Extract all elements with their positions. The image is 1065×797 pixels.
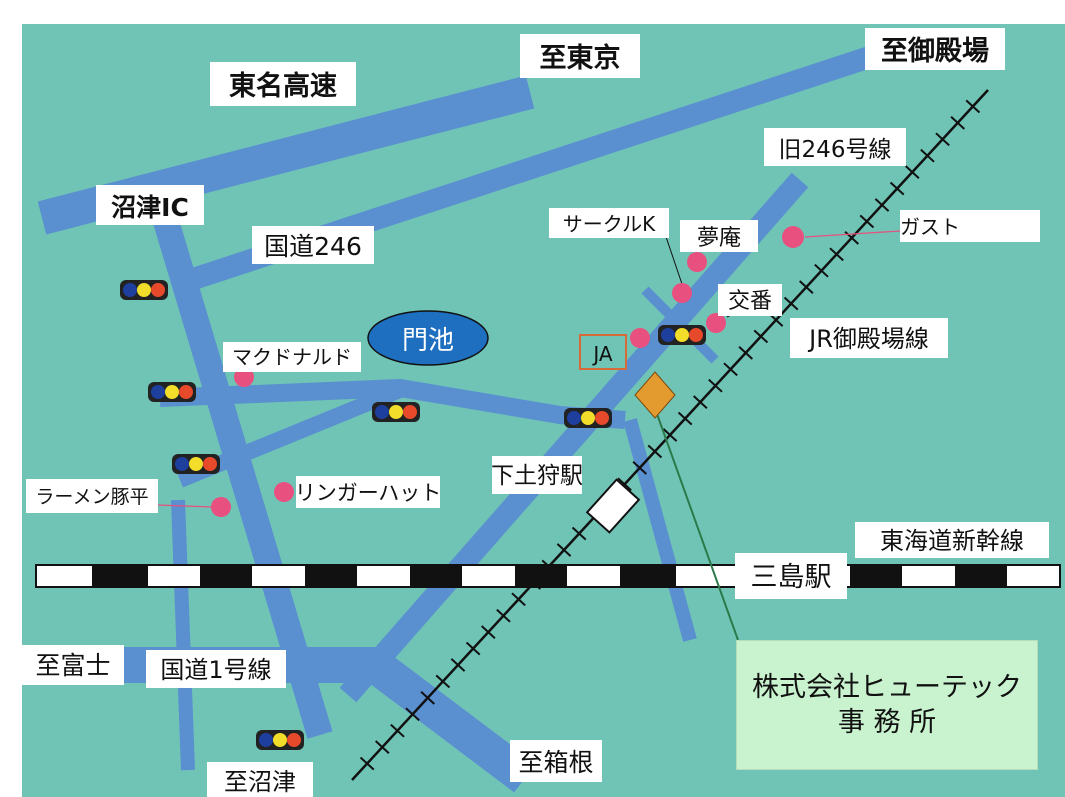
jr-line-tie [798,280,814,294]
jr-line-tie [935,132,950,147]
office-subtitle: 事 務 所 [837,707,937,738]
label-shinkansen: 東海道新幹線 [880,527,1024,555]
jr-line-tie [859,214,875,229]
road-station-access [623,418,697,642]
office-company-name: 株式会社ヒューテック [752,671,1022,703]
label-route1: 国道1号線 [160,656,271,684]
label-to-numazu: 至沼津 [224,768,296,796]
traffic-signal-icon [658,325,706,345]
jr-line-tie [692,395,708,409]
label-old246: 旧246号線 [779,137,892,163]
road-network [22,41,889,793]
office-marker [634,371,676,419]
label-ramen: ラーメン豚平 [35,486,148,508]
poi-dot-circle-k [672,283,692,303]
label-gusto: ガスト [900,215,960,239]
jr-line-tie [904,165,920,179]
label-tomei: 東名高速 [229,70,337,102]
jr-line-tie [647,444,663,459]
jr-line-tie [420,691,436,705]
label-muan: 夢庵 [697,226,741,251]
ja-box [579,334,627,370]
label-route246: 国道246 [264,232,362,261]
label-backgrounds [22,28,1049,797]
label-ja: JA [591,342,613,366]
jr-line-tie [571,526,587,541]
office-pointer-line [651,399,739,641]
traffic-signal-icon [256,730,304,750]
jr-line-tie [889,181,905,196]
jr-line-tie [374,740,390,754]
gusto-pointer-line [804,230,901,238]
label-jr-gotemba-line: JR御殿場線 [807,325,929,353]
jr-line-tie [738,346,754,360]
jr-line-tie [632,461,648,475]
ramen-pointer-line [157,504,213,508]
jr-line-tie [556,543,572,557]
jr-line-tie [662,428,678,442]
jr-line-tie [874,198,890,212]
shimotogari-station-marker [585,478,641,534]
poi-dot-gusto [782,226,804,248]
jr-line-tie [708,378,723,393]
label-circle-k: サークルK [563,212,656,236]
jr-line-tie [753,329,769,344]
jr-line-tie [814,263,829,278]
poi-dot-ja [630,328,650,348]
traffic-signal-icon [564,408,612,428]
label-ringer-hut: リンガーハット [295,481,442,505]
poi-dot-muan [687,252,707,272]
jr-line-tie [920,148,935,163]
jr-line-tie [950,116,966,130]
map-labels: 東名高速 至東京 至御殿場 旧246号線 沼津IC 国道246 サークルK 夢庵… [35,36,1024,796]
label-mishima-station: 三島駅 [751,562,832,593]
jr-line-tie [465,641,481,656]
label-koban: 交番 [728,289,772,314]
traffic-signal-icon [120,280,168,300]
poi-dot-koban [706,313,726,333]
office-callout: 株式会社ヒューテック 事 務 所 [736,640,1038,770]
jr-line-tie [450,658,466,672]
pond-kadoike [367,310,489,366]
jr-line-tie [677,411,693,426]
label-numazu-ic: 沼津IC [111,193,189,222]
jr-line-tie [617,477,632,492]
jr-line-tie [723,362,738,377]
jr-line-tie [541,559,557,574]
label-to-tokyo: 至東京 [540,42,621,74]
road-local-west [171,499,195,771]
jr-line-tie [496,608,511,623]
jr-line-tie [965,99,981,114]
label-to-hakone: 至箱根 [518,748,593,777]
jr-line-tie [390,723,405,738]
jr-line-tie [511,592,526,607]
traffic-signal-icon [148,382,196,402]
traffic-signal-icon [372,402,420,422]
label-mcdonalds: マクドナルド [232,345,352,369]
jr-line-tie [435,674,451,689]
traffic-signal-icon [172,454,220,474]
poi-dot-ringer-hut [274,482,294,502]
label-to-gotemba: 至御殿場 [881,36,989,67]
jr-line-tie [359,756,375,771]
road-old246 [339,172,809,703]
jr-line-tie [783,296,799,311]
label-shimotogari-station: 下土狩駅 [491,463,583,489]
jr-line-tie [480,625,496,639]
traffic-signals [120,280,706,750]
pond-label: 門池 [402,326,454,356]
jr-line-tie [405,707,420,722]
jr-line-tie [526,576,542,590]
poi-dot-ramen [211,497,231,517]
road-route1 [22,647,536,793]
jr-line-tie [829,247,844,262]
label-to-fuji: 至富士 [35,651,110,680]
